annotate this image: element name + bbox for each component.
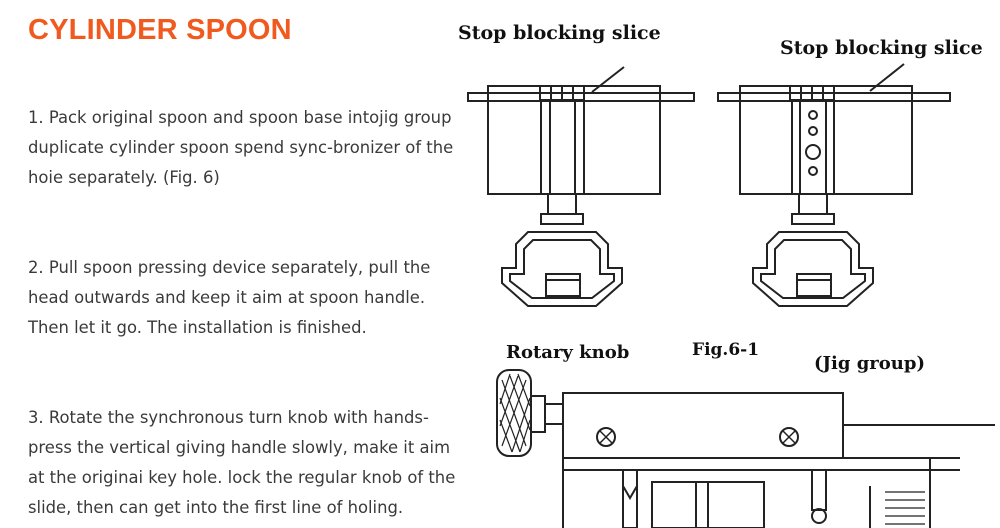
step-2-text: 2. Pull spoon pressing device separately… [28,258,431,337]
step-1-text: 1. Pack original spoon and spoon base in… [28,108,454,187]
jig-group-drawing [496,369,995,528]
stop-blocking-slice-label-right: Stop blocking slice [780,37,983,59]
left-cylinder-drawing [467,66,695,307]
stop-blocking-slice-label-left: Stop blocking slice [458,22,661,44]
rotary-knob-label: Rotary knob [506,342,630,363]
step-3-text: 3. Rotate the synchronous turn knob with… [28,408,456,517]
right-cylinder-drawing [717,63,951,307]
figure-caption: Fig.6-1 [692,340,760,360]
page-title: CYLINDER SPOON [28,14,292,46]
jig-group-label: (Jig group) [814,353,925,374]
